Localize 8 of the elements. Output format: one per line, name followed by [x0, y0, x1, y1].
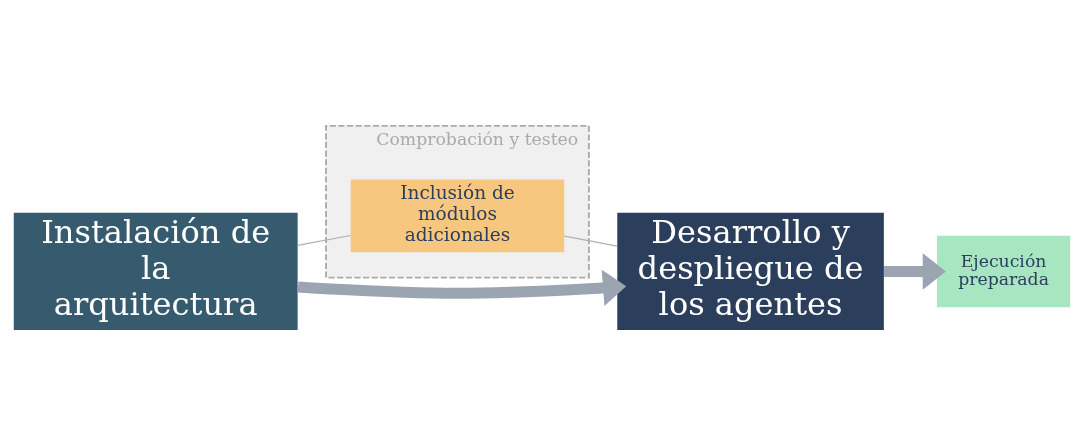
node-box: Instalación de la arquitectura — [13, 212, 298, 331]
node-box: Desarrollo y despliegue de los agentes — [617, 212, 884, 331]
node-box: Inclusión de módulos adicionales — [350, 179, 565, 253]
arrow — [297, 269, 627, 307]
node-box: Ejecución preparada — [936, 235, 1071, 308]
arrow — [884, 253, 946, 290]
connector — [297, 234, 352, 246]
connector — [563, 235, 618, 247]
